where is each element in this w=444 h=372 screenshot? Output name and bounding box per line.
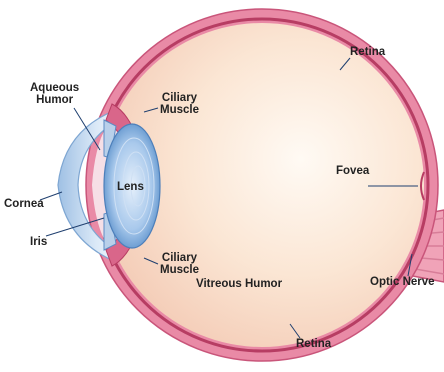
label-optic-nerve: Optic Nerve xyxy=(370,276,435,288)
label-iris: Iris xyxy=(30,236,47,248)
label-fovea: Fovea xyxy=(336,165,369,177)
label-lens: Lens xyxy=(117,181,144,193)
label-retina-top: Retina xyxy=(350,46,385,58)
label-cornea: Cornea xyxy=(4,198,44,210)
label-ciliary-muscle-bottom: Ciliary Muscle xyxy=(160,252,199,276)
label-ciliary-muscle-top: Ciliary Muscle xyxy=(160,92,199,116)
label-retina-bottom: Retina xyxy=(296,338,331,350)
label-aqueous-humor: Aqueous Humor xyxy=(30,82,79,106)
label-vitreous-humor: Vitreous Humor xyxy=(196,278,282,290)
